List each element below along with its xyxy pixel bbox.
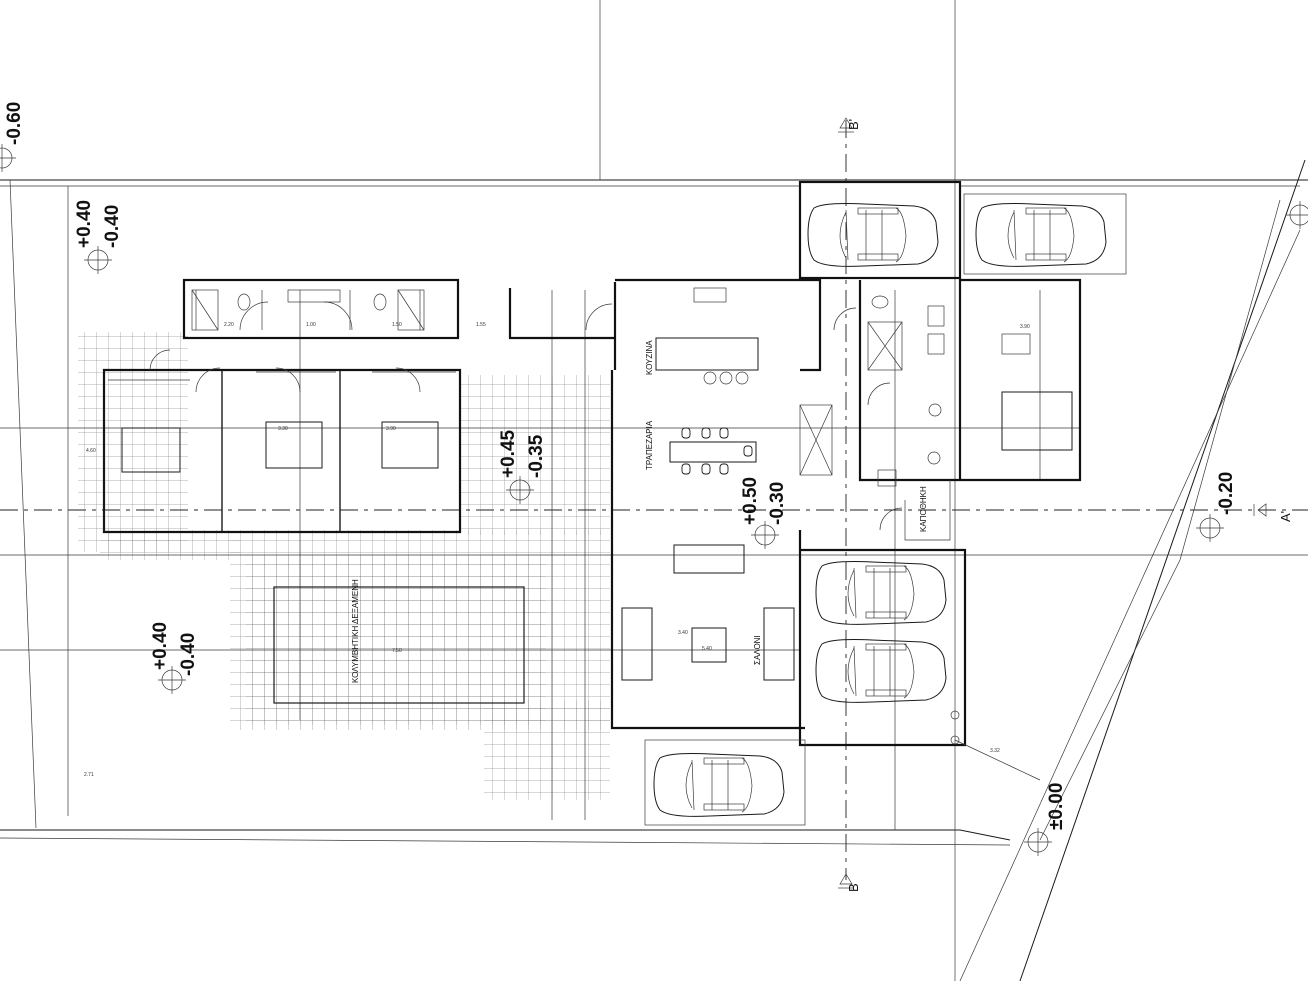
level-minus-060: -0.60 bbox=[4, 102, 25, 145]
car-garage-mid-lower bbox=[815, 639, 947, 703]
level-labels: -0.60 +0.40 -0.40 +0.45 -0.35 +0.50 -0.3… bbox=[4, 102, 1237, 830]
building-walls bbox=[102, 180, 1127, 826]
level-hall-upper: +0.50 bbox=[740, 477, 761, 525]
bathroom-fixtures bbox=[191, 289, 945, 487]
gate-posts bbox=[950, 710, 1041, 781]
section-markers: B' B A' bbox=[838, 117, 1293, 892]
bedrooms bbox=[121, 333, 1073, 473]
level-top-left-lower: -0.40 bbox=[102, 205, 123, 248]
level-street: ±0.00 bbox=[1046, 783, 1067, 830]
pool-label: ΚΟΛΥΜΒΗΤΙΚΗ ΔΕΞΑΜΕΝΗ bbox=[351, 579, 360, 683]
dim-label: 3.90 bbox=[386, 426, 396, 432]
level-top-left-upper: +0.40 bbox=[74, 200, 95, 248]
tiled-terraces bbox=[78, 332, 610, 800]
kitchen-label: ΚΟΥΖΙΝΑ bbox=[645, 340, 654, 375]
swimming-pool: ΚΟΛΥΜΒΗΤΙΚΗ ΔΕΞΑΜΕΝΗ bbox=[273, 579, 525, 704]
storage-label: ΚΑΠΟΘΗΚΗ bbox=[919, 486, 928, 532]
dining-label: ΤΡΑΠΕΖΑΡΙΑ bbox=[645, 420, 654, 470]
section-b-prime-top: B' bbox=[846, 119, 861, 130]
dim-label: 5.40 bbox=[702, 646, 712, 652]
level-right: -0.20 bbox=[1216, 472, 1237, 515]
dim-label: 2.71 bbox=[84, 772, 94, 778]
car-garage-top-right bbox=[975, 203, 1107, 267]
dimension-labels: 2.20 1.00 1.50 3.30 3.90 1.55 4.60 3.40 … bbox=[84, 322, 1030, 778]
level-markers bbox=[0, 144, 1308, 856]
level-hall-lower: -0.30 bbox=[767, 482, 788, 525]
dim-label: 2.20 bbox=[224, 322, 234, 328]
dim-label: 3.30 bbox=[278, 426, 288, 432]
dim-label: 1.00 bbox=[306, 322, 316, 328]
level-pool-lower: -0.40 bbox=[178, 633, 199, 676]
section-a-prime-right: A' bbox=[1278, 511, 1293, 522]
dim-label: 7.50 bbox=[392, 648, 402, 654]
dim-label: 3.32 bbox=[990, 748, 1000, 754]
level-patio-upper: +0.45 bbox=[498, 429, 519, 478]
level-pool-upper: +0.40 bbox=[150, 622, 171, 670]
section-lines bbox=[0, 120, 1308, 880]
dining-area: ΤΡΑΠΕΖΑΡΙΑ bbox=[645, 420, 757, 475]
car-garage-top-left bbox=[807, 203, 939, 267]
dim-label: 1.50 bbox=[392, 322, 402, 328]
dim-label: 3.90 bbox=[1020, 324, 1030, 330]
living-label: ΣΑΛΟΝΙ bbox=[753, 635, 762, 665]
dim-label: 3.40 bbox=[678, 630, 688, 636]
kitchen-area: ΚΟΥΖΙΝΑ bbox=[645, 287, 759, 385]
car-bottom-parking bbox=[653, 753, 785, 817]
doors bbox=[149, 301, 903, 531]
living-area: ΣΑΛΟΝΙ bbox=[621, 544, 795, 681]
dim-label: 1.55 bbox=[476, 322, 486, 328]
level-patio-lower: -0.35 bbox=[526, 434, 547, 478]
section-b-bottom: B bbox=[846, 883, 861, 892]
car-garage-mid-upper bbox=[815, 561, 947, 625]
dim-label: 4.60 bbox=[86, 448, 96, 454]
